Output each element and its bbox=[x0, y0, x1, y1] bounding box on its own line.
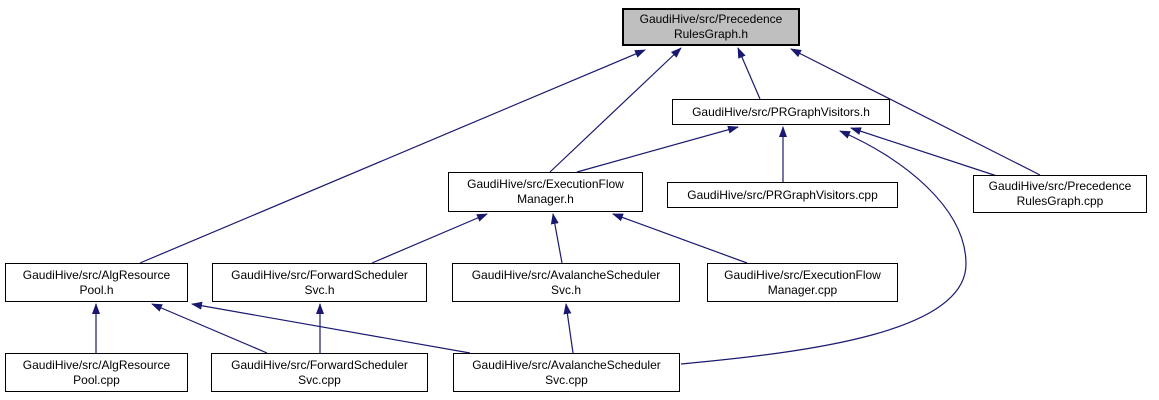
node-label: GaudiHive/src/ExecutionFlow Manager.h bbox=[467, 177, 624, 206]
node-alg-resource-pool-cpp[interactable]: GaudiHive/src/AlgResource Pool.cpp bbox=[5, 353, 188, 392]
edge-alg-resource-pool-h-to-precedence-rules-graph-h bbox=[139, 49, 646, 264]
node-forward-scheduler-svc-h[interactable]: GaudiHive/src/ForwardScheduler Svc.h bbox=[212, 263, 427, 302]
node-pr-graph-visitors-h[interactable]: GaudiHive/src/PRGraphVisitors.h bbox=[672, 99, 890, 125]
edge-forward-scheduler-svc-cpp-to-alg-resource-pool-h bbox=[151, 303, 268, 354]
node-label: GaudiHive/src/Precedence RulesGraph.cpp bbox=[988, 179, 1132, 208]
node-label: GaudiHive/src/ForwardScheduler Svc.h bbox=[231, 267, 408, 297]
node-execution-flow-manager-h[interactable]: GaudiHive/src/ExecutionFlow Manager.h bbox=[448, 172, 643, 212]
node-label: GaudiHive/src/ExecutionFlow Manager.cpp bbox=[724, 267, 881, 297]
edge-forward-scheduler-svc-h-to-execution-flow-manager-h bbox=[371, 213, 488, 264]
edge-avalanche-scheduler-svc-cpp-to-avalanche-scheduler-svc-h bbox=[563, 303, 574, 354]
edge-precedence-rules-graph-cpp-to-pr-graph-visitors-h bbox=[850, 127, 998, 177]
node-execution-flow-manager-cpp[interactable]: GaudiHive/src/ExecutionFlow Manager.cpp bbox=[707, 263, 898, 302]
node-label: GaudiHive/src/AvalancheScheduler Svc.h bbox=[471, 267, 661, 297]
node-precedence-rules-graph-h: GaudiHive/src/Precedence RulesGraph.h bbox=[622, 8, 800, 46]
node-forward-scheduler-svc-cpp[interactable]: GaudiHive/src/ForwardScheduler Svc.cpp bbox=[211, 353, 428, 392]
node-label: GaudiHive/src/AvalancheScheduler Svc.cpp bbox=[472, 357, 661, 387]
node-precedence-rules-graph-cpp[interactable]: GaudiHive/src/Precedence RulesGraph.cpp bbox=[973, 175, 1147, 213]
edge-pr-graph-visitors-h-to-precedence-rules-graph-h bbox=[737, 47, 761, 100]
node-label: GaudiHive/src/PRGraphVisitors.h bbox=[692, 104, 870, 119]
edge-avalanche-scheduler-svc-cpp-to-alg-resource-pool-h bbox=[191, 301, 471, 354]
edge-precedence-rules-graph-cpp-to-precedence-rules-graph-h bbox=[790, 48, 1041, 176]
node-label: GaudiHive/src/AlgResource Pool.h bbox=[22, 267, 171, 297]
node-pr-graph-visitors-cpp[interactable]: GaudiHive/src/PRGraphVisitors.cpp bbox=[667, 182, 898, 208]
node-label: GaudiHive/src/AlgResource Pool.cpp bbox=[22, 357, 171, 387]
edge-execution-flow-manager-h-to-precedence-rules-graph-h bbox=[549, 47, 682, 173]
node-label: GaudiHive/src/Precedence RulesGraph.h bbox=[639, 12, 783, 41]
edge-avalanche-scheduler-svc-h-to-execution-flow-manager-h bbox=[550, 213, 563, 264]
node-alg-resource-pool-h[interactable]: GaudiHive/src/AlgResource Pool.h bbox=[5, 263, 188, 302]
node-label: GaudiHive/src/PRGraphVisitors.cpp bbox=[687, 187, 878, 202]
edge-execution-flow-manager-cpp-to-execution-flow-manager-h bbox=[612, 213, 748, 264]
node-avalanche-scheduler-svc-h[interactable]: GaudiHive/src/AvalancheScheduler Svc.h bbox=[452, 263, 680, 302]
node-label: GaudiHive/src/ForwardScheduler Svc.cpp bbox=[231, 357, 408, 387]
edge-execution-flow-manager-h-to-pr-graph-visitors-h bbox=[576, 125, 739, 173]
node-avalanche-scheduler-svc-cpp[interactable]: GaudiHive/src/AvalancheScheduler Svc.cpp bbox=[453, 353, 680, 392]
edge-avalanche-scheduler-svc-cpp-to-pr-graph-visitors-h bbox=[680, 130, 967, 365]
